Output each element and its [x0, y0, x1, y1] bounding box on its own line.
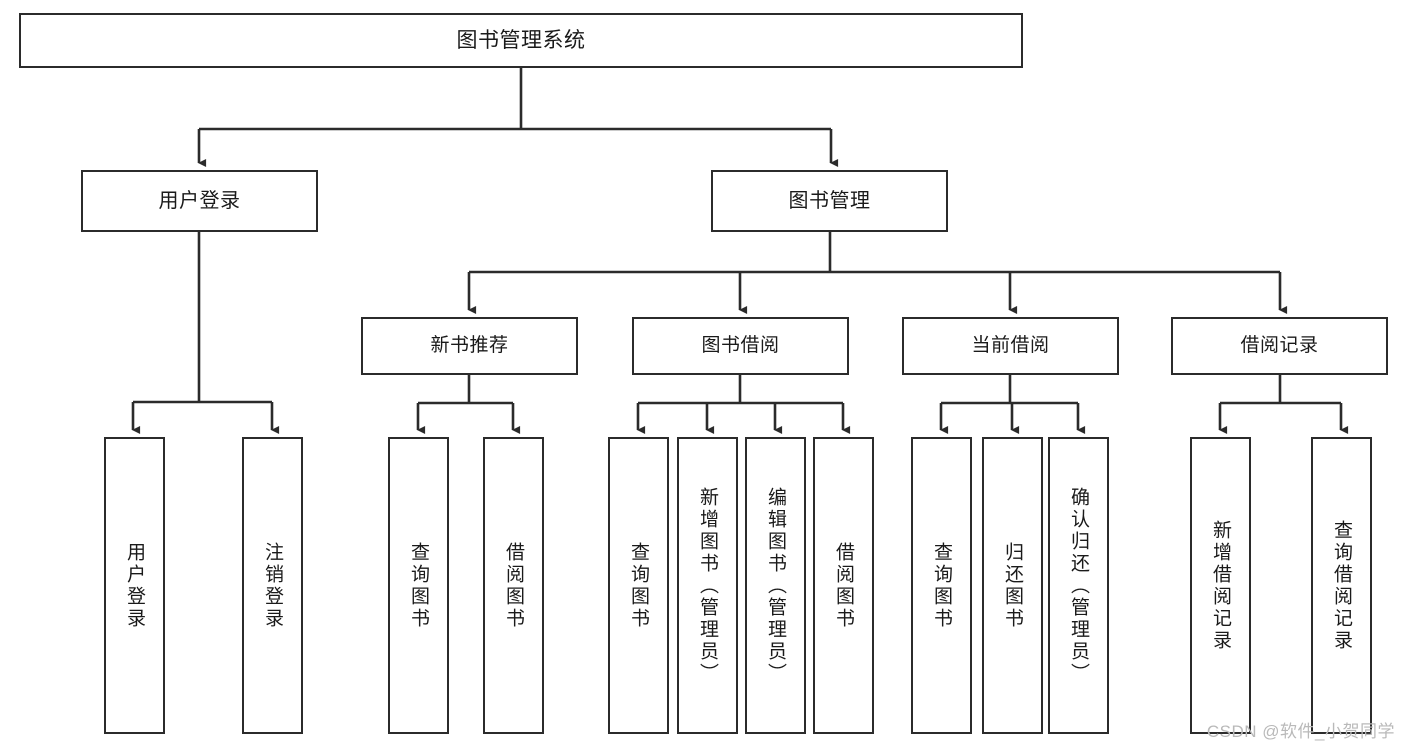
leaf-user-logout-label: 注销登录: [262, 541, 283, 630]
node-root-label: 图书管理系统: [456, 28, 586, 52]
leaf-confirm-return-admin[interactable]: 确认归还（管理员）: [1048, 437, 1109, 734]
node-current-borrow[interactable]: 当前借阅: [902, 317, 1119, 375]
node-borrow-records-label: 借阅记录: [1240, 335, 1319, 357]
leaf-add-book-admin-label: 新增图书（管理员）: [697, 486, 718, 685]
leaf-borrow-book-recommend-label: 借阅图书: [503, 541, 524, 630]
leaf-query-book-borrow[interactable]: 查询图书: [608, 437, 669, 734]
node-book-borrow-label: 图书借阅: [701, 335, 780, 357]
node-root[interactable]: 图书管理系统: [19, 13, 1023, 68]
leaf-borrow-book-recommend[interactable]: 借阅图书: [483, 437, 544, 734]
leaf-add-borrow-record-label: 新增借阅记录: [1210, 519, 1231, 652]
leaf-query-borrow-record[interactable]: 查询借阅记录: [1311, 437, 1372, 734]
node-user-login[interactable]: 用户登录: [81, 170, 318, 232]
node-book-borrow[interactable]: 图书借阅: [632, 317, 849, 375]
leaf-borrow-book[interactable]: 借阅图书: [813, 437, 874, 734]
node-book-management[interactable]: 图书管理: [711, 170, 948, 232]
leaf-user-login-label: 用户登录: [124, 541, 145, 630]
node-borrow-records[interactable]: 借阅记录: [1171, 317, 1388, 375]
leaf-user-logout[interactable]: 注销登录: [242, 437, 303, 734]
leaf-borrow-book-label: 借阅图书: [833, 541, 854, 630]
node-current-borrow-label: 当前借阅: [971, 335, 1050, 357]
leaf-query-book-recommend-label: 查询图书: [408, 541, 429, 630]
node-user-login-label: 用户登录: [158, 189, 241, 212]
node-book-management-label: 图书管理: [788, 189, 871, 212]
leaf-query-book-borrow-label: 查询图书: [628, 541, 649, 630]
csdn-watermark: CSDN @软件_小贺同学: [1206, 722, 1395, 741]
leaf-add-book-admin[interactable]: 新增图书（管理员）: [677, 437, 738, 734]
node-new-book-recommend-label: 新书推荐: [430, 335, 509, 357]
leaf-edit-book-admin-label: 编辑图书（管理员）: [765, 486, 786, 685]
leaf-user-login[interactable]: 用户登录: [104, 437, 165, 734]
leaf-query-book-current[interactable]: 查询图书: [911, 437, 972, 734]
leaf-confirm-return-admin-label: 确认归还（管理员）: [1068, 486, 1089, 685]
leaf-return-book-label: 归还图书: [1002, 541, 1023, 630]
leaf-add-borrow-record[interactable]: 新增借阅记录: [1190, 437, 1251, 734]
leaf-query-book-recommend[interactable]: 查询图书: [388, 437, 449, 734]
leaf-query-borrow-record-label: 查询借阅记录: [1331, 519, 1352, 652]
node-new-book-recommend[interactable]: 新书推荐: [361, 317, 578, 375]
leaf-query-book-current-label: 查询图书: [931, 541, 952, 630]
leaf-return-book[interactable]: 归还图书: [982, 437, 1043, 734]
leaf-edit-book-admin[interactable]: 编辑图书（管理员）: [745, 437, 806, 734]
